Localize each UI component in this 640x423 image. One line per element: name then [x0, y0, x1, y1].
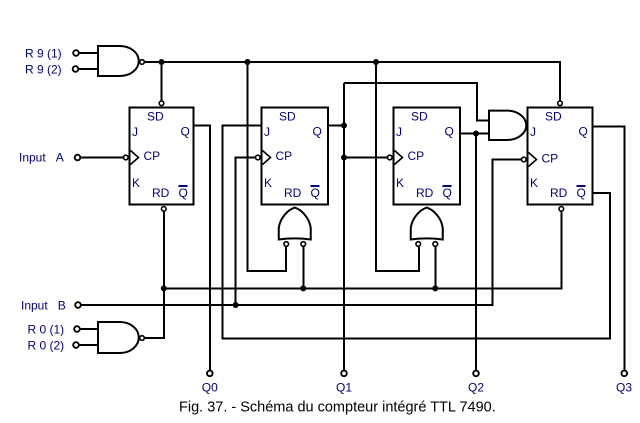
svg-text:Fig. 37. - Schéma du compteur: Fig. 37. - Schéma du compteur intégré TT… — [179, 400, 496, 416]
svg-text:RD: RD — [416, 186, 434, 200]
svg-text:Q: Q — [445, 125, 454, 139]
svg-text:R 9 (1): R 9 (1) — [25, 47, 62, 61]
svg-text:K: K — [264, 176, 272, 190]
svg-text:Q: Q — [579, 125, 588, 139]
svg-text:Q2: Q2 — [468, 381, 484, 395]
svg-text:Q: Q — [577, 186, 586, 200]
svg-text:K: K — [530, 176, 538, 190]
svg-text:CP: CP — [276, 149, 293, 163]
svg-text:J: J — [264, 125, 270, 139]
svg-text:CP: CP — [542, 152, 559, 166]
svg-text:Input A: Input A — [19, 151, 64, 165]
svg-text:Q: Q — [443, 186, 452, 200]
svg-text:K: K — [132, 176, 140, 190]
svg-text:Q1: Q1 — [336, 381, 352, 395]
svg-text:Q: Q — [311, 186, 320, 200]
svg-text:J: J — [530, 125, 536, 139]
svg-text:J: J — [396, 125, 402, 139]
svg-text:RD: RD — [550, 186, 568, 200]
svg-text:Q: Q — [179, 186, 188, 200]
svg-text:J: J — [132, 125, 138, 139]
svg-text:SD: SD — [147, 110, 164, 124]
svg-text:RD: RD — [152, 186, 170, 200]
svg-text:SD: SD — [279, 110, 296, 124]
svg-text:Q: Q — [181, 125, 190, 139]
svg-text:Input B: Input B — [21, 299, 66, 313]
svg-text:R 0 (2): R 0 (2) — [28, 339, 65, 353]
svg-text:SD: SD — [545, 110, 562, 124]
svg-text:R 0 (1): R 0 (1) — [28, 323, 65, 337]
svg-text:CP: CP — [144, 149, 161, 163]
svg-text:Q0: Q0 — [202, 381, 218, 395]
svg-text:Q3: Q3 — [616, 381, 632, 395]
svg-text:RD: RD — [284, 186, 302, 200]
svg-text:R 9 (2): R 9 (2) — [25, 63, 62, 77]
svg-text:K: K — [396, 176, 404, 190]
svg-text:SD: SD — [411, 110, 428, 124]
svg-text:CP: CP — [408, 149, 425, 163]
svg-text:Q: Q — [313, 125, 322, 139]
